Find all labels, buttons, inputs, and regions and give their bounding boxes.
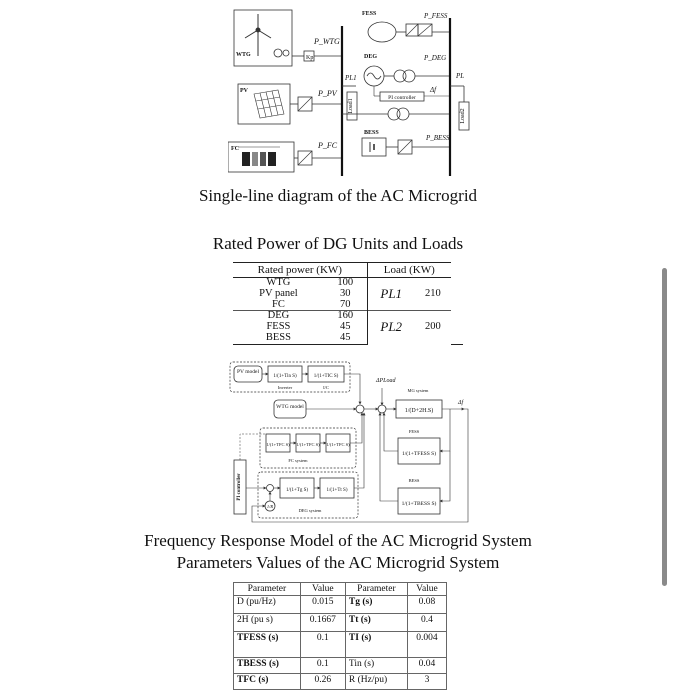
p-pv-label: P_PV	[317, 89, 338, 98]
pv-label: PV	[240, 88, 249, 94]
load-header: Load (KW)	[367, 262, 451, 278]
pv-branch-group	[229, 361, 351, 393]
fuel-cell-icon	[238, 146, 280, 166]
table-row: PV panel 30	[233, 288, 463, 300]
deg-tf-1: 1/(1+Tg S)	[286, 488, 308, 493]
pi-controller-box	[379, 91, 425, 102]
fess-label: FESS	[409, 429, 420, 434]
delta-f-label: Δf	[429, 86, 437, 94]
inverter-label: Inverter	[278, 385, 293, 390]
mg-system-label: MG system	[408, 388, 429, 393]
table-row: TFC (s) 0.26 R (Hz/pu) 3	[233, 673, 448, 690]
table-row: BESS 45	[233, 332, 463, 345]
fc-tf-3: 1/(1+TFC S)	[326, 442, 350, 447]
delta-f-output-label: Δf	[457, 399, 465, 406]
sum-junction-1	[355, 404, 365, 414]
deg-system-label: DEG system	[299, 508, 322, 513]
table-row: D (pu/Hz) 0.015 Tg (s) 0.08	[233, 595, 448, 614]
p-bess-label: P_BESS	[425, 134, 450, 142]
solar-panel-icon	[253, 89, 285, 119]
fc-tf-2: 1/(1+TFC S)	[296, 442, 320, 447]
fc-tf-1: 1/(1+TFC S)	[266, 442, 290, 447]
vertical-scrollbar[interactable]	[662, 268, 667, 586]
inverter-tf: 1/(1+Tin S)	[273, 374, 297, 379]
bess-tf: 1/(1+TBESS S)	[402, 500, 437, 507]
value-header-1: Value	[299, 582, 346, 596]
load2-box	[458, 101, 470, 131]
pi-controller-label: PI controller	[388, 95, 416, 101]
wtg-label: WTG	[236, 52, 251, 58]
wtg-model-label: WTG model	[276, 404, 304, 410]
load2-label: Load2	[460, 108, 466, 123]
bess-label: BESS	[409, 478, 420, 483]
transformer-icon	[393, 69, 407, 83]
value-header-2: Value	[406, 582, 448, 596]
frequency-response-diagram: PV model 1/(1+Tin S) 1/(1+TIC S) Inverte…	[229, 361, 469, 523]
load1-label: Load1	[348, 98, 354, 113]
wtg-box	[233, 9, 293, 67]
table-row: TFESS (s) 0.1 TI (s) 0.004	[233, 631, 448, 658]
pl-label: PL	[455, 72, 464, 80]
diagram1-caption: Single-line diagram of the AC Microgrid	[198, 186, 478, 205]
fc-system-label: FC system	[288, 458, 308, 463]
deg-label: DEG	[364, 54, 377, 60]
param-header-2: Parameter	[344, 582, 408, 596]
wind-turbine-icon	[244, 14, 272, 56]
p-wtg-label: P_WTG	[313, 37, 340, 46]
deg-system-group	[257, 471, 359, 519]
p-fess-label: P_FESS	[423, 12, 448, 20]
load1-box	[346, 91, 358, 121]
flywheel-icon	[367, 21, 397, 43]
ic-tf: 1/(1+TIC S)	[314, 374, 339, 379]
bess-label: BESS	[364, 130, 379, 136]
fc-box	[228, 141, 295, 173]
delta-pload-label: ΔPLoad	[375, 378, 397, 384]
fess-label: FESS	[362, 11, 377, 17]
diagram2-caption: Frequency Response Model of the AC Micro…	[144, 531, 532, 550]
table-row: 2H (pu s) 0.1667 Tt (s) 0.4	[233, 613, 448, 632]
kp-label: Kp	[306, 55, 313, 61]
sum-junction-2	[377, 404, 387, 414]
table-row: TBESS (s) 0.1 Tin (s) 0.04	[233, 657, 448, 674]
mg-tf: 1/(D+2H.S)	[405, 407, 434, 414]
parameters-table: Parameter Value Parameter Value D (pu/Hz…	[233, 582, 448, 690]
table-row: FESS 45	[233, 321, 463, 333]
table1-title: Rated Power of DG Units and Loads	[212, 234, 464, 253]
rated-power-header: Rated power (KW)	[233, 262, 368, 278]
table2-title: Parameters Values of the AC Microgrid Sy…	[176, 553, 500, 572]
deg-tf-2: 1/(1+Tt S)	[326, 488, 347, 493]
pl1-label: PL1	[344, 74, 357, 82]
fc-label: FC	[231, 146, 239, 152]
table-row: DEG 160 PL2 200	[233, 310, 463, 345]
p-fc-label: P_FC	[317, 141, 338, 150]
deg-sum-junction	[266, 484, 274, 492]
table-row: FC 70	[233, 299, 463, 311]
p-deg-label: P_DEG	[423, 54, 446, 62]
pv-model-label: PV model	[237, 369, 260, 375]
droop-label: 1/R	[267, 504, 274, 509]
fess-tf: 1/(1+TFESS S)	[402, 450, 436, 457]
param-header-1: Parameter	[233, 582, 301, 596]
single-line-diagram: WTG Kp P_WTG PV P_PV FC P_FC PL1 Load1 F…	[228, 9, 470, 176]
pi-controller-label: PI controller	[237, 473, 242, 501]
ic-label: I/C	[323, 385, 329, 390]
table-row: WTG 100 PL1 210	[266, 277, 441, 301]
rated-power-table: Rated power (KW) Load (KW) WTG 100 PL1 2…	[233, 262, 463, 345]
